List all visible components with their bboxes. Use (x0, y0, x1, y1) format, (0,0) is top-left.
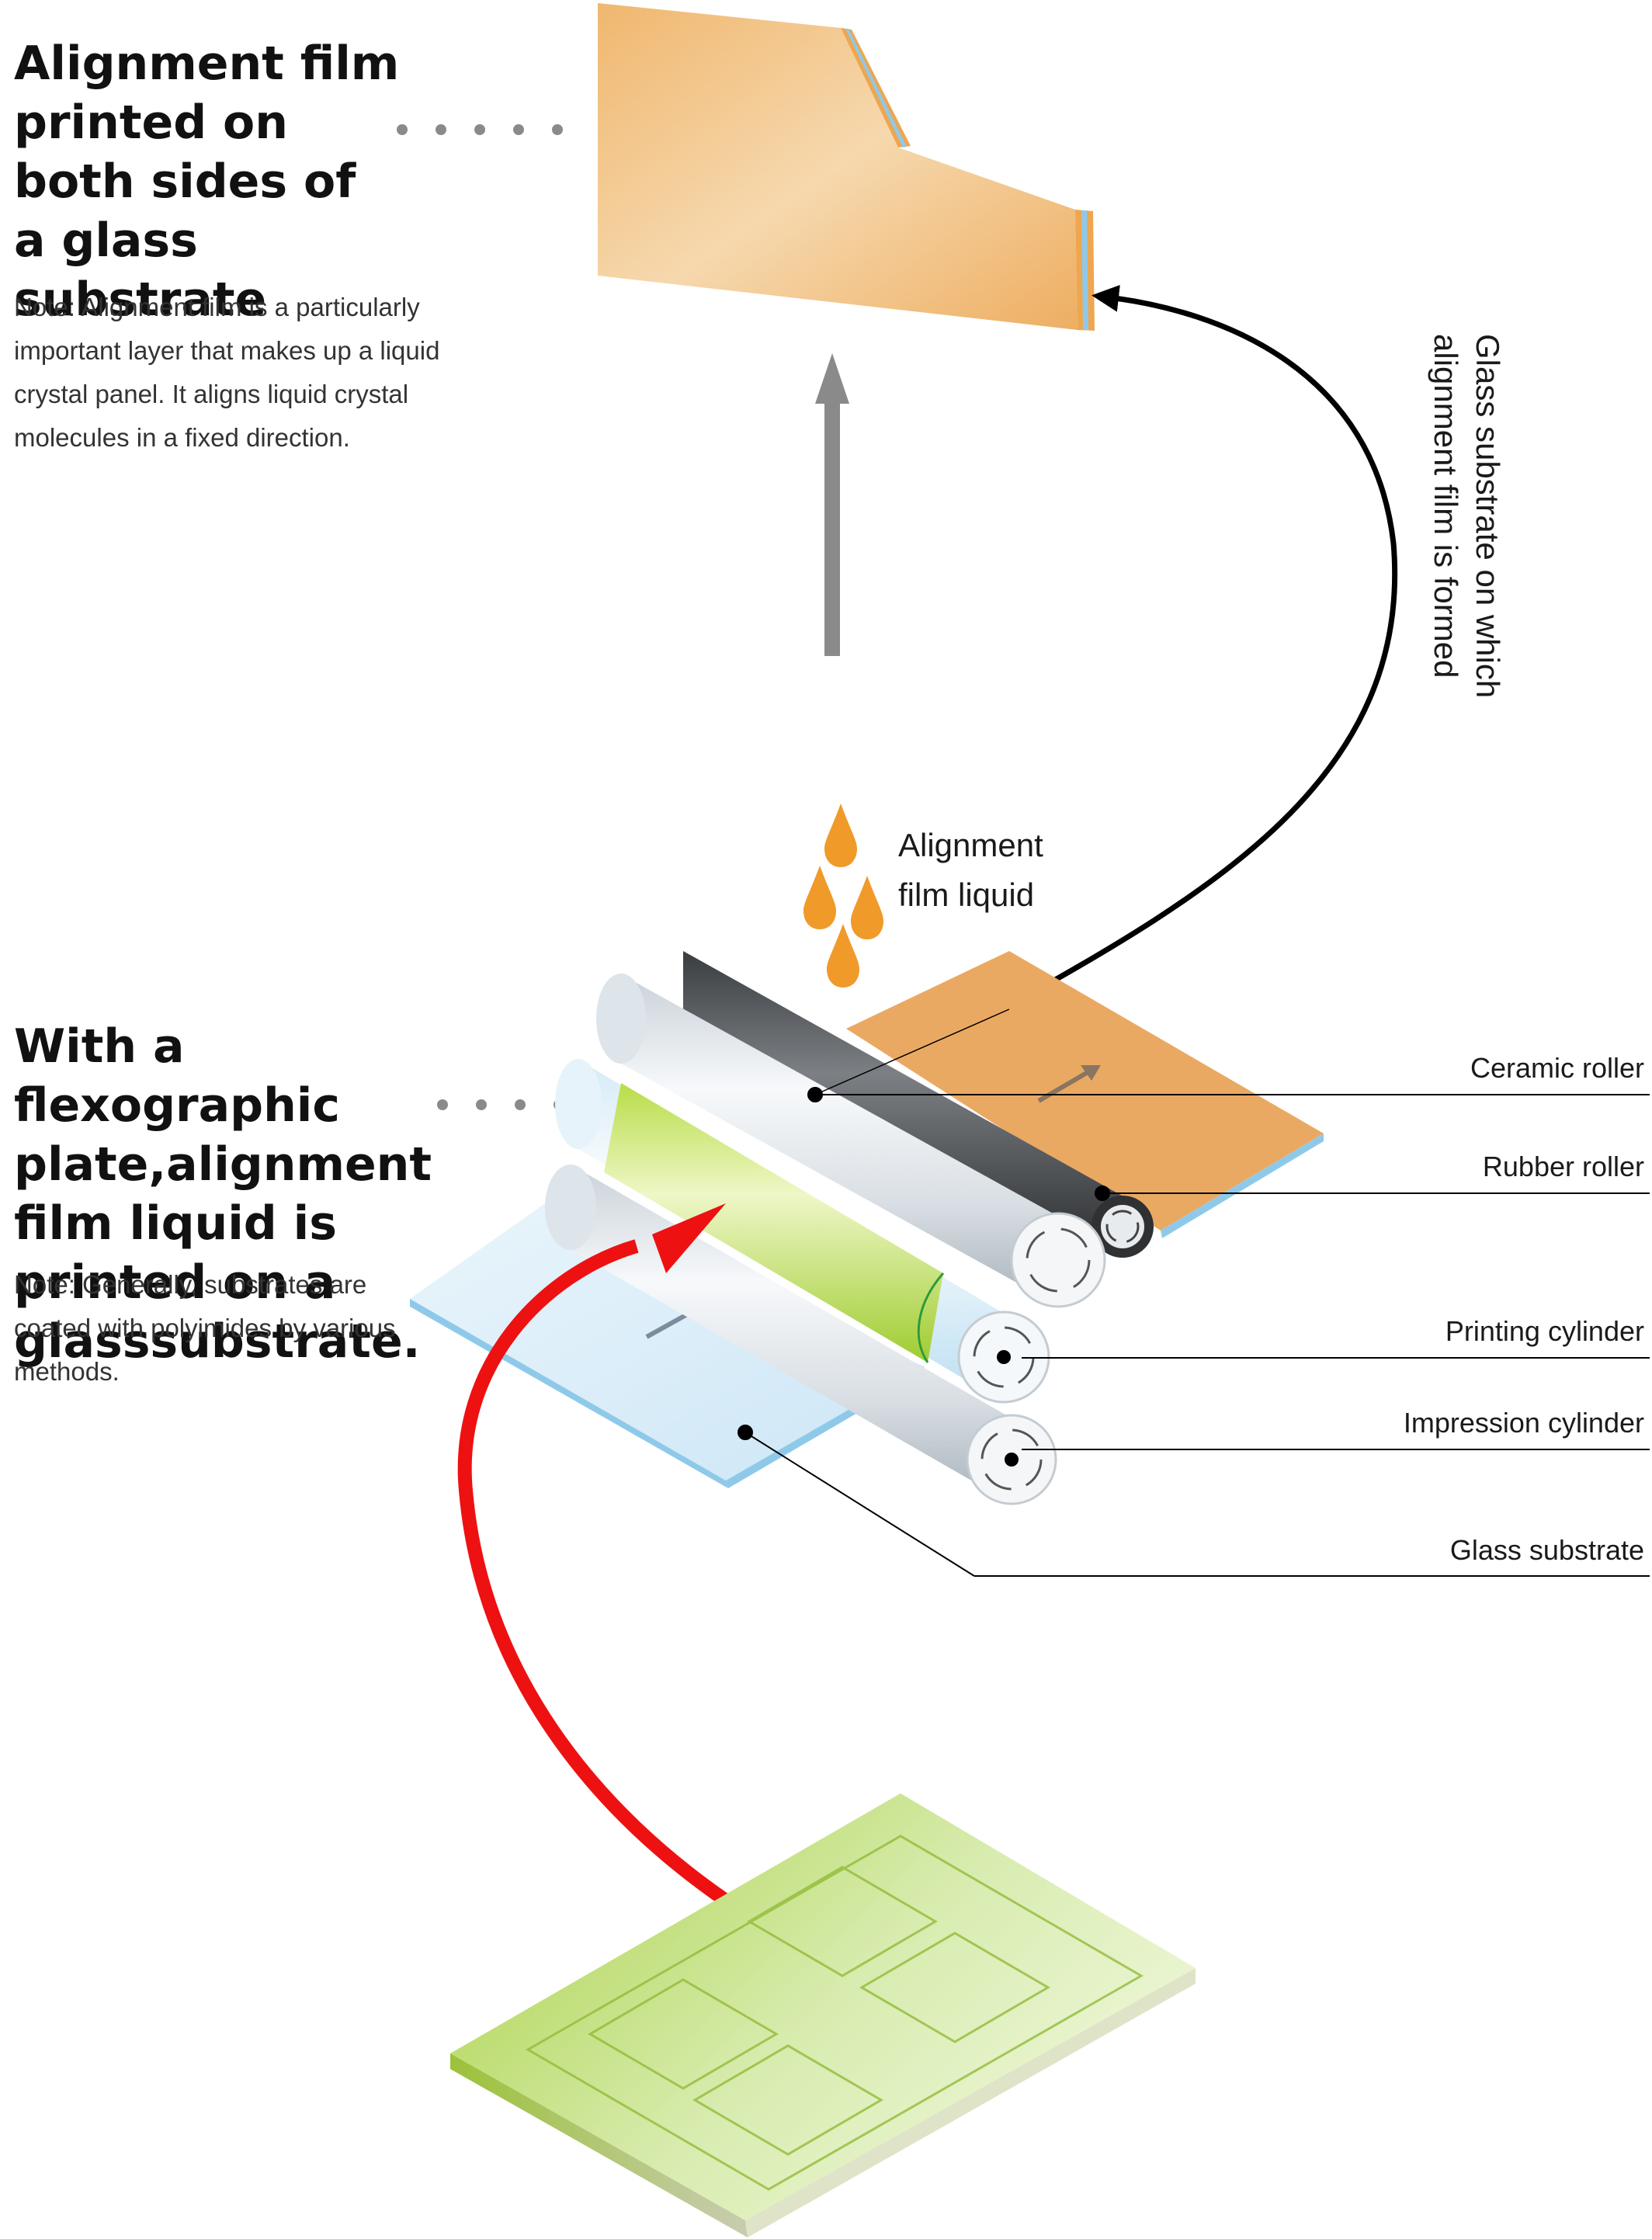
formed-substrate-arrow (1001, 284, 1398, 1012)
label-formed-substrate: Glass substrate on which alignment film … (1428, 334, 1506, 699)
ceramic-roller (596, 974, 1106, 1308)
heading-alignment-film: Alignment film printed on both sides of … (14, 36, 400, 327)
drop-icon (827, 924, 859, 988)
label-impression-cylinder: Impression cylinder (1403, 1407, 1644, 1439)
label-ceramic-roller: Ceramic roller (1470, 1052, 1644, 1084)
drop-icon (824, 804, 857, 867)
red-transfer-arrow (457, 1203, 738, 1912)
label-rubber-roller: Rubber roller (1482, 1151, 1644, 1182)
note-polyimides: Note: Generally, substrates are coated w… (14, 1270, 396, 1386)
drop-icon (851, 876, 883, 939)
rubber-roller (683, 951, 1154, 1258)
finished-substrate-blue-layer-upper (845, 29, 907, 148)
drop-icon (803, 866, 836, 929)
flexographic-plate-wrap (604, 1083, 943, 1362)
finished-substrate (598, 3, 1095, 331)
label-alignment-film-liquid: Alignment film liquid (898, 827, 1043, 913)
liquid-drops (803, 804, 883, 988)
dotted-leader-top (397, 124, 563, 135)
upward-progress-arrow (815, 353, 849, 656)
note-alignment-film: Note: Alignment film is a particularly i… (14, 293, 440, 452)
flexographic-plate (450, 1793, 1196, 2237)
label-glass-substrate: Glass substrate (1449, 1534, 1644, 1566)
heading-flexographic-printing: With a flexographic plate,alignment film… (14, 1019, 432, 1369)
label-printing-cylinder: Printing cylinder (1445, 1315, 1644, 1347)
finished-substrate-blue-layer-lower (1081, 210, 1088, 330)
finished-substrate-top (598, 3, 1078, 330)
label-leaders (738, 1008, 1650, 1577)
printing-cylinder (555, 1059, 1050, 1404)
